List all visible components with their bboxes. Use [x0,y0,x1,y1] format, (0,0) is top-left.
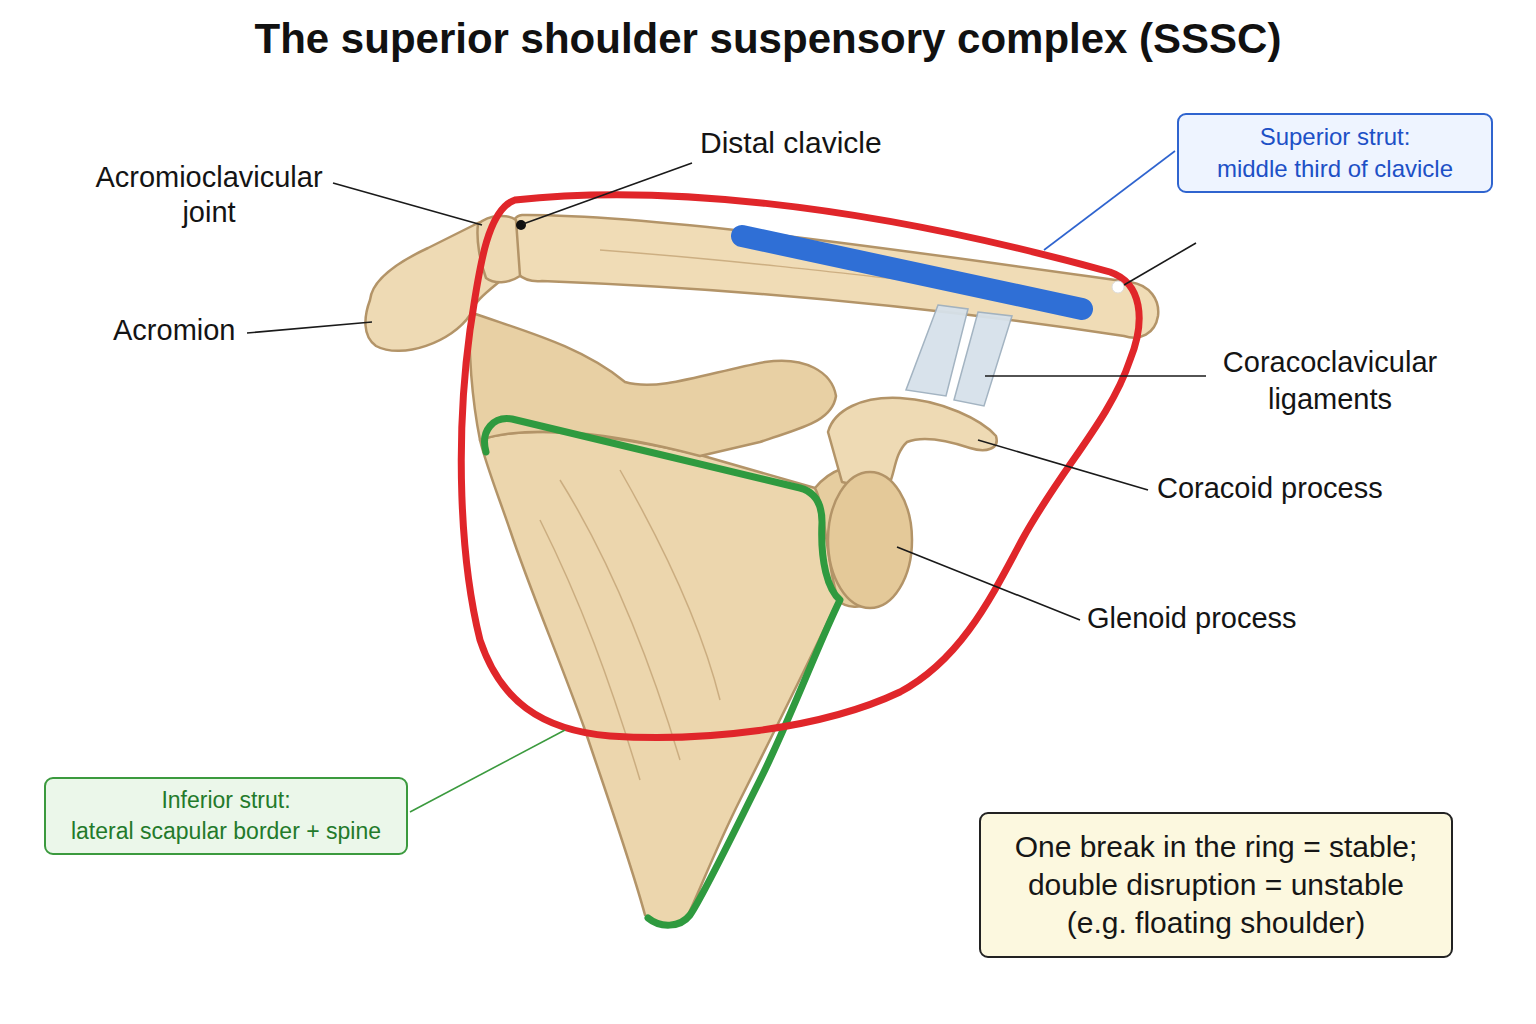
part-label: Coracoid process [1157,472,1383,505]
clavicle [508,215,1158,338]
box-text: middle third of clavicle [1217,153,1453,185]
leader-line [333,183,482,225]
leader-line [1124,243,1196,285]
part-label: Distal clavicle [700,126,882,160]
coracoclavicular-ligament [954,312,1012,406]
sssc-ring [461,195,1139,738]
part-label: Glenoid process [1087,602,1297,635]
leader-line [247,322,372,333]
box-text: One break in the ring = stable; double d… [999,828,1433,942]
leader-line [410,730,565,812]
strut-callout-box: Inferior strut:lateral scapular border +… [44,777,408,855]
leader-line [897,547,1080,620]
scapular-spine [469,312,836,456]
part-label: Coracoclavicular ligaments [1205,344,1455,418]
leader-line [523,163,692,224]
bone-texture [620,470,720,700]
leader-line [1044,151,1175,250]
part-label: Acromion [113,314,236,347]
leader-line [978,440,1148,490]
superior-strut-bar [742,236,1082,309]
glenoid-fossa [828,472,912,608]
diagram-title: The superior shoulder suspensory complex… [0,12,1536,66]
note-box: One break in the ring = stable; double d… [979,812,1453,958]
ring-marker-dot [1112,281,1124,293]
box-heading: Inferior strut: [161,785,290,816]
strut-callout-box: Superior strut:middle third of clavicle [1177,113,1493,193]
bone-texture [540,520,640,780]
part-label: Acromioclavicular joint [84,160,334,230]
inferior-strut-line [485,419,840,926]
box-text: lateral scapular border + spine [71,816,381,847]
leader-line [985,375,1206,377]
box-heading: Superior strut: [1260,121,1411,153]
scapula-body [480,432,838,925]
joint-marker-dot [516,220,526,230]
